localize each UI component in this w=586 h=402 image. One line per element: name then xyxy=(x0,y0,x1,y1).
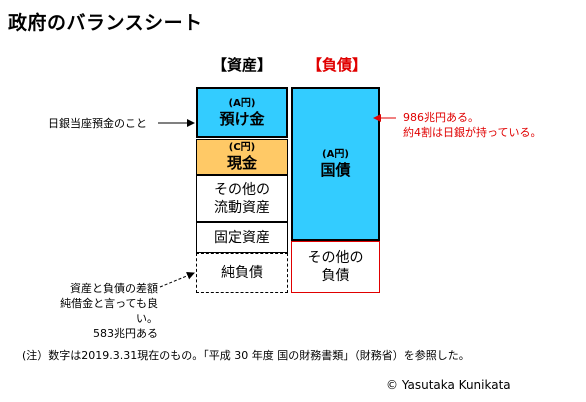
cash-amount: (C円) xyxy=(228,142,256,153)
net-liabilities-box: 純負債 xyxy=(196,253,288,293)
fixed-assets-box: 固定資産 xyxy=(196,222,288,253)
deposits-label: 預け金 xyxy=(219,109,265,128)
liabilities-header: 【負債】 xyxy=(307,56,368,74)
net-note-line2: 純借金と言っても良い。 xyxy=(60,297,158,325)
other-current-assets-line1: その他の xyxy=(214,181,270,198)
bonds-note-line1: 986兆円ある。 xyxy=(403,111,479,124)
net-note-line1: 資産と負債の差額 xyxy=(70,282,158,295)
copyright: © Yasutaka Kunikata xyxy=(386,378,511,392)
other-liabilities-line1: その他の xyxy=(307,250,364,266)
footnote: (注）数字は2019.3.31現在のもの。「平成 30 年度 国の財務書類」（財… xyxy=(22,349,470,362)
net-note-line3: 583兆円ある xyxy=(93,327,158,340)
other-liabilities-line2: 負債 xyxy=(321,268,350,284)
other-liabilities-box: その他の 負債 xyxy=(291,241,380,293)
deposits-box: (A円) 預け金 xyxy=(196,87,288,138)
page-title: 政府のバランスシート xyxy=(8,12,203,34)
net-liabilities-note: 資産と負債の差額 純借金と言っても良い。 583兆円ある xyxy=(48,281,158,341)
net-liabilities-arrow xyxy=(159,271,195,288)
other-current-assets-line2: 流動資産 xyxy=(214,199,270,216)
bonds-label: 国債 xyxy=(320,161,351,179)
government-bonds-box: (A円) 国債 xyxy=(291,87,380,241)
bonds-note-line2: 約4割は日銀が持っている。 xyxy=(403,126,542,139)
deposits-note: 日銀当座預金のこと xyxy=(48,117,147,130)
net-liabilities-label: 純負債 xyxy=(221,265,263,281)
bonds-amount: (A円) xyxy=(322,149,349,160)
cash-label: 現金 xyxy=(226,154,257,172)
fixed-assets-label: 固定資産 xyxy=(214,229,270,246)
deposits-amount: (A円) xyxy=(228,97,256,109)
cash-box: (C円) 現金 xyxy=(196,139,288,175)
other-current-assets-box: その他の 流動資産 xyxy=(196,175,288,222)
bonds-note: 986兆円ある。 約4割は日銀が持っている。 xyxy=(403,110,541,140)
assets-header: 【資産】 xyxy=(212,56,273,74)
